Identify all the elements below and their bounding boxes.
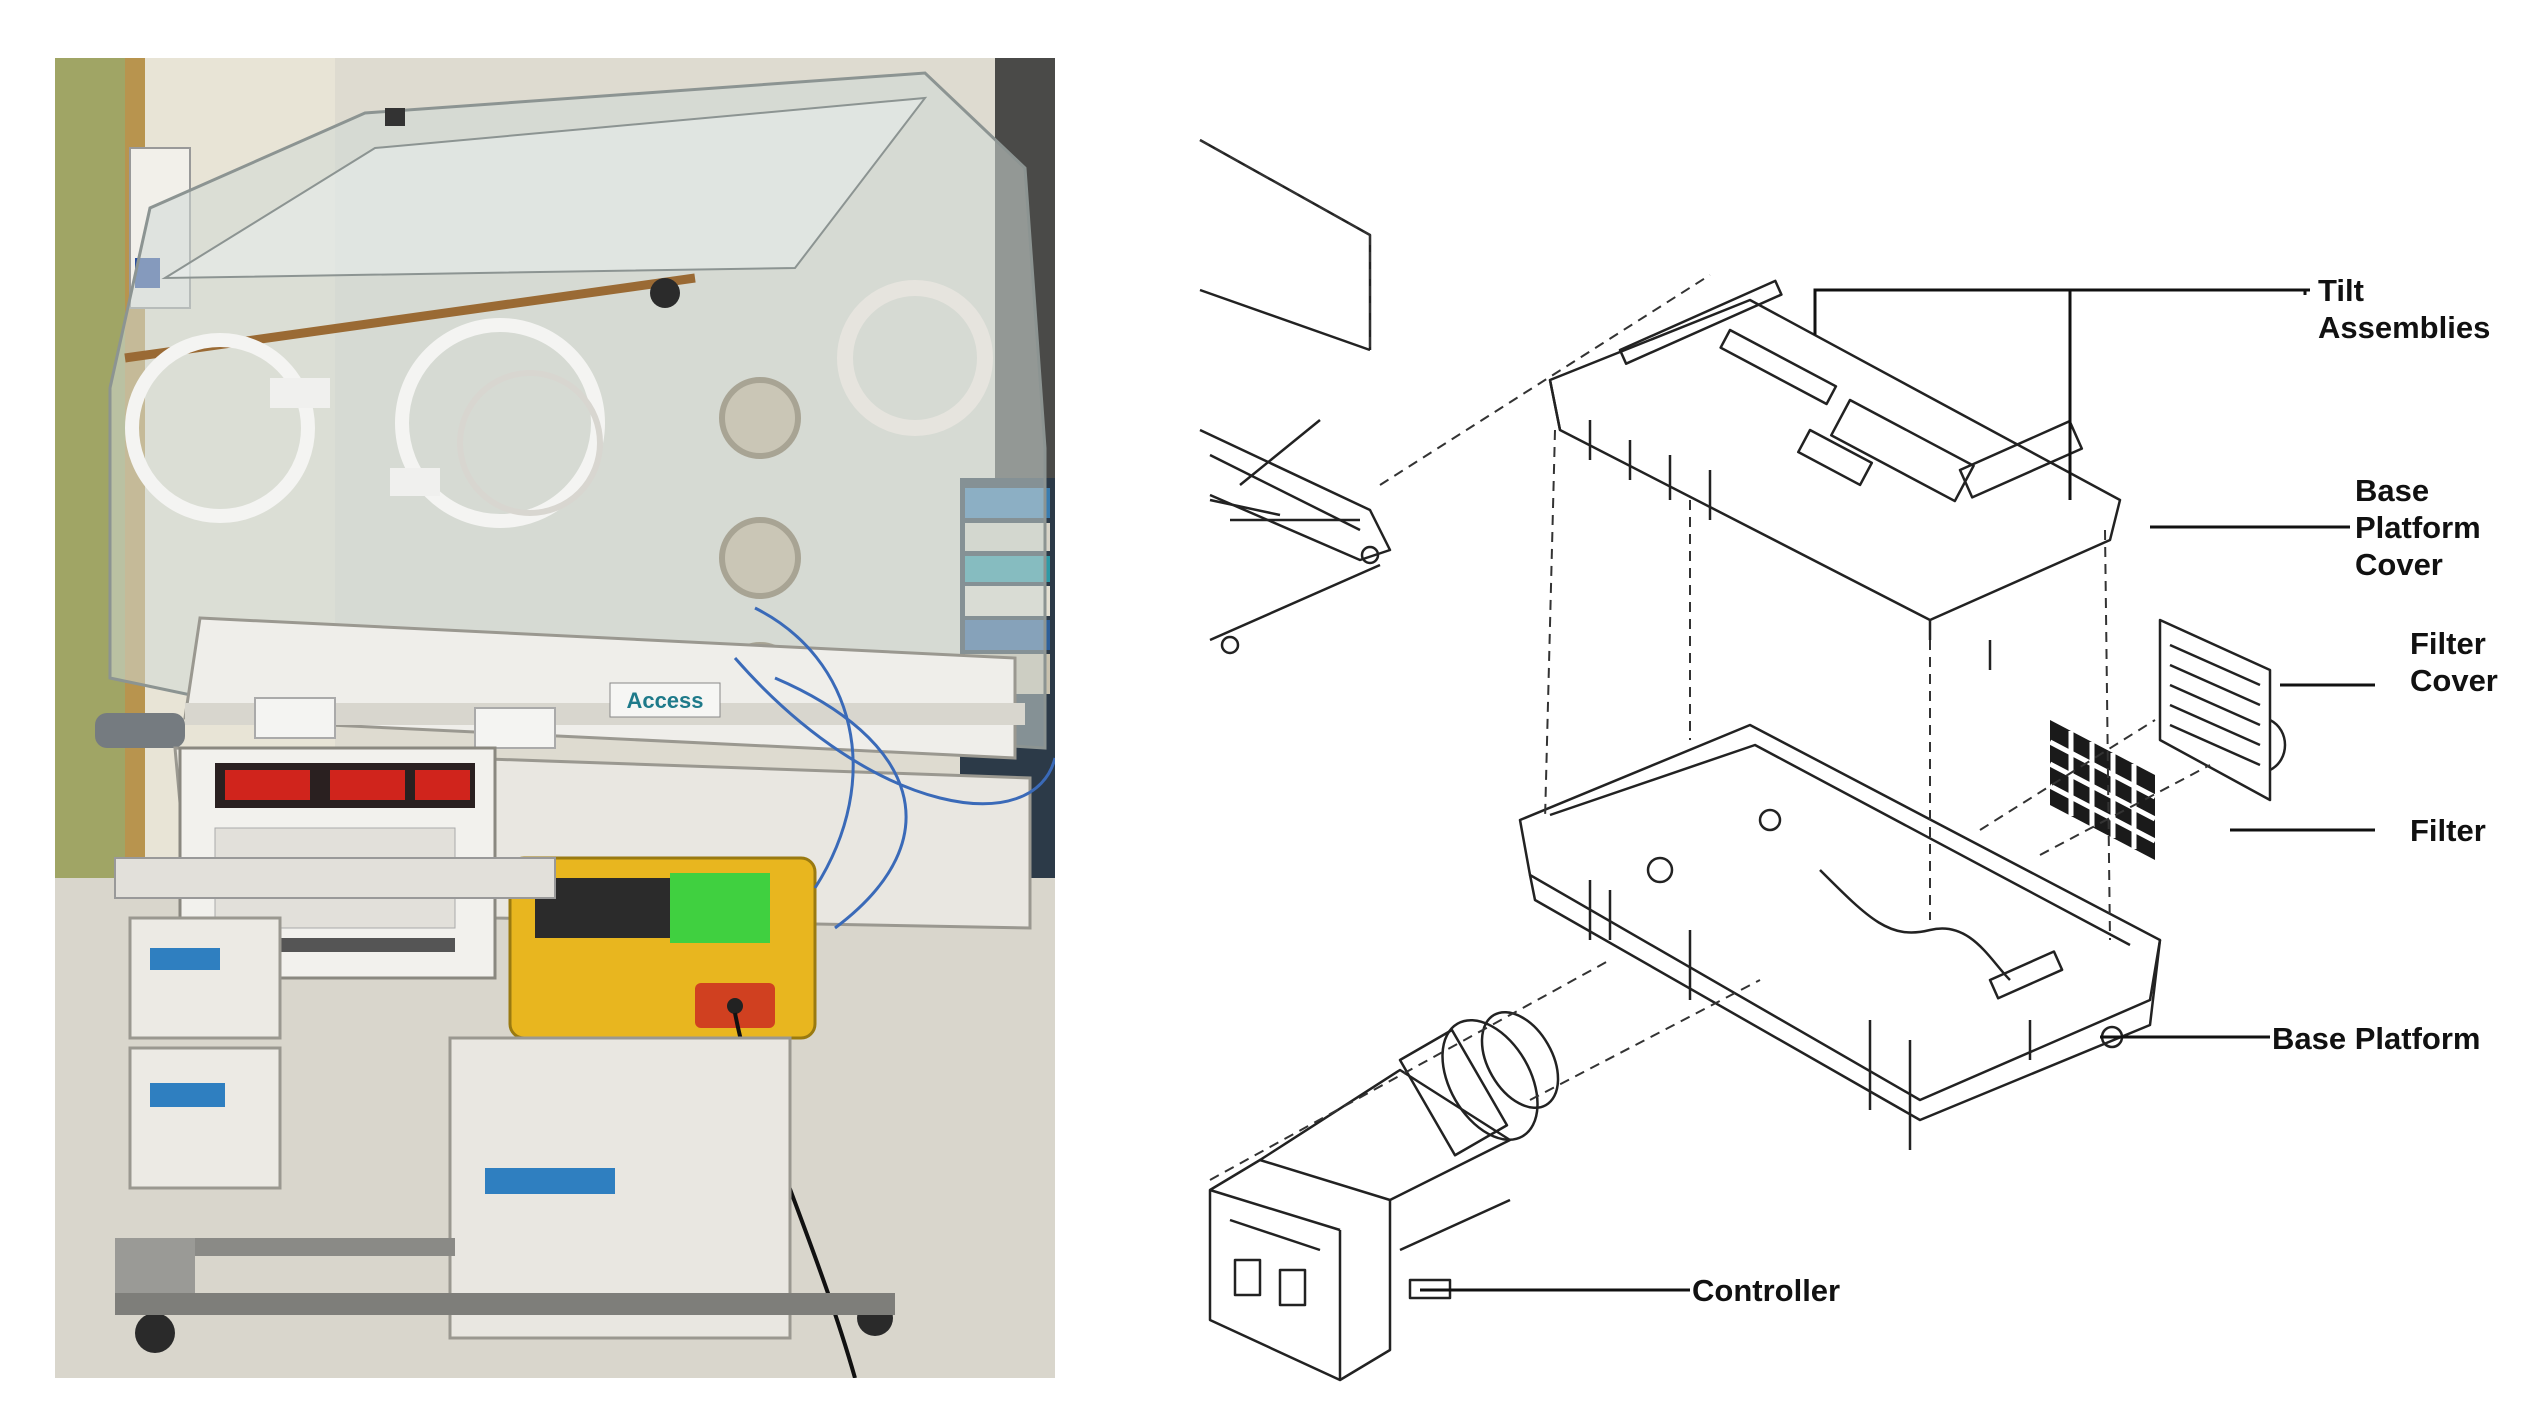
filter-cover <box>2158 618 2287 802</box>
exploded-diagram <box>1199 138 2375 1382</box>
hood-top-knob <box>385 108 405 126</box>
deck-rail <box>185 703 1025 725</box>
porthole-left <box>125 333 315 523</box>
analyzer-screen <box>670 873 770 943</box>
align-line-8 <box>2039 764 2211 856</box>
sensor-cable-3 <box>733 657 1055 806</box>
display-readout-skin <box>415 770 470 800</box>
stand-column <box>115 1238 195 1298</box>
align-line-7 <box>1979 719 2156 831</box>
cabinet-frame <box>114 857 556 899</box>
incubator-photo: Access <box>55 58 1055 1378</box>
tilt-knob-left <box>95 713 185 748</box>
controller-part <box>1208 1010 1560 1382</box>
deck-handle-right <box>474 707 556 749</box>
align-line-10 <box>1529 979 1761 1101</box>
caster-left <box>135 1313 175 1353</box>
drawer-right-stripe <box>485 1168 615 1194</box>
hood-top-panel <box>161 96 928 280</box>
label-tilt-assemblies: Tilt Assemblies <box>2318 273 2491 345</box>
hood-latch <box>650 278 680 308</box>
filter-part <box>2048 720 2157 860</box>
analyzer-jack <box>727 998 743 1014</box>
port-clip-left <box>270 378 330 408</box>
iris-port-2 <box>719 517 801 599</box>
stand-base <box>115 1293 895 1315</box>
leader-tilt <box>1813 288 2307 295</box>
drawer-middle-stripe <box>150 1083 225 1107</box>
brand-plate-text: Access <box>626 688 703 713</box>
label-base-platform: Base Platform <box>2272 1021 2481 1056</box>
align-line-9 <box>1209 959 1611 1181</box>
porthole-right <box>837 280 993 436</box>
base-platform-cover <box>1548 279 2122 670</box>
base-platform <box>1518 723 2162 1150</box>
sensor-cable-1 <box>754 606 855 889</box>
display-readout-air <box>225 770 310 800</box>
sensor-cable-2 <box>774 676 908 930</box>
partial-hood-part <box>1199 138 1392 655</box>
brand-plate <box>609 682 721 718</box>
drawer-middle <box>128 1046 282 1190</box>
label-filter-cover: Filter Cover <box>2410 626 2498 698</box>
align-line-11 <box>1199 139 1371 236</box>
port-clip-center <box>390 468 440 496</box>
porthole-center-inner <box>457 370 603 516</box>
align-line-1 <box>1379 274 1711 486</box>
align-line-6 <box>2104 529 2111 941</box>
label-filter: Filter <box>2410 813 2486 848</box>
iris-port-1 <box>719 377 801 459</box>
label-controller: Controller <box>1692 1273 1841 1308</box>
cabinet-left-leg <box>155 1238 455 1256</box>
label-base-platform-cover: Base Platform Cover <box>2355 473 2481 582</box>
deck-handle-left <box>254 697 336 739</box>
drawer-top-stripe <box>150 948 220 970</box>
display-readout-set <box>330 770 405 800</box>
align-line-3 <box>1544 429 1556 821</box>
drawer-top <box>128 916 282 1040</box>
